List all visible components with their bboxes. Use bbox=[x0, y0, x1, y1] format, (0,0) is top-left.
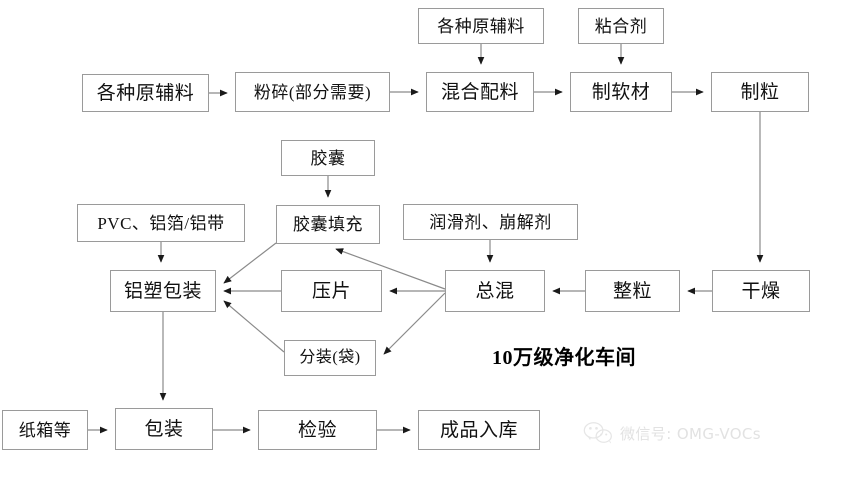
node-pvc-foil[interactable]: PVC、铝箔/铝带 bbox=[77, 204, 245, 242]
node-inspection[interactable]: 检验 bbox=[258, 410, 377, 450]
node-granulation[interactable]: 制粒 bbox=[711, 72, 809, 112]
watermark-text: 微信号: OMG-VOCs bbox=[620, 424, 762, 443]
node-capsule[interactable]: 胶囊 bbox=[281, 140, 375, 176]
node-raw-materials-1[interactable]: 各种原辅料 bbox=[82, 74, 209, 112]
node-carton[interactable]: 纸箱等 bbox=[2, 410, 88, 450]
edge-totalmix-bagging bbox=[383, 292, 446, 355]
node-granule-sizing[interactable]: 整粒 bbox=[585, 270, 680, 312]
cleanroom-class-label: 10万级净化车间 bbox=[492, 347, 636, 369]
wechat-icon bbox=[583, 422, 612, 444]
node-packing[interactable]: 包装 bbox=[115, 408, 213, 450]
node-soft-material[interactable]: 制软材 bbox=[570, 72, 672, 112]
node-total-mixing[interactable]: 总混 bbox=[445, 270, 545, 312]
edge-capfill-alupack bbox=[223, 242, 277, 284]
node-alu-plastic-packaging[interactable]: 铝塑包装 bbox=[110, 270, 216, 312]
node-crushing[interactable]: 粉碎(部分需要) bbox=[235, 72, 390, 112]
edge-bagging-alupack bbox=[223, 300, 285, 353]
node-tableting[interactable]: 压片 bbox=[281, 270, 382, 312]
node-binder[interactable]: 粘合剂 bbox=[578, 8, 664, 44]
node-finished-goods-warehouse[interactable]: 成品入库 bbox=[418, 410, 540, 450]
node-bagging[interactable]: 分装(袋) bbox=[284, 340, 376, 376]
node-capsule-filling[interactable]: 胶囊填充 bbox=[276, 205, 380, 244]
node-drying[interactable]: 干燥 bbox=[712, 270, 810, 312]
node-mixing-blending[interactable]: 混合配料 bbox=[426, 72, 534, 112]
edge-totalmix-capfill bbox=[335, 248, 446, 290]
node-lubricant-disintegrant[interactable]: 润滑剂、崩解剂 bbox=[403, 204, 578, 240]
watermark: 微信号: OMG-VOCs bbox=[583, 421, 761, 445]
node-raw-materials-2[interactable]: 各种原辅料 bbox=[418, 8, 544, 44]
